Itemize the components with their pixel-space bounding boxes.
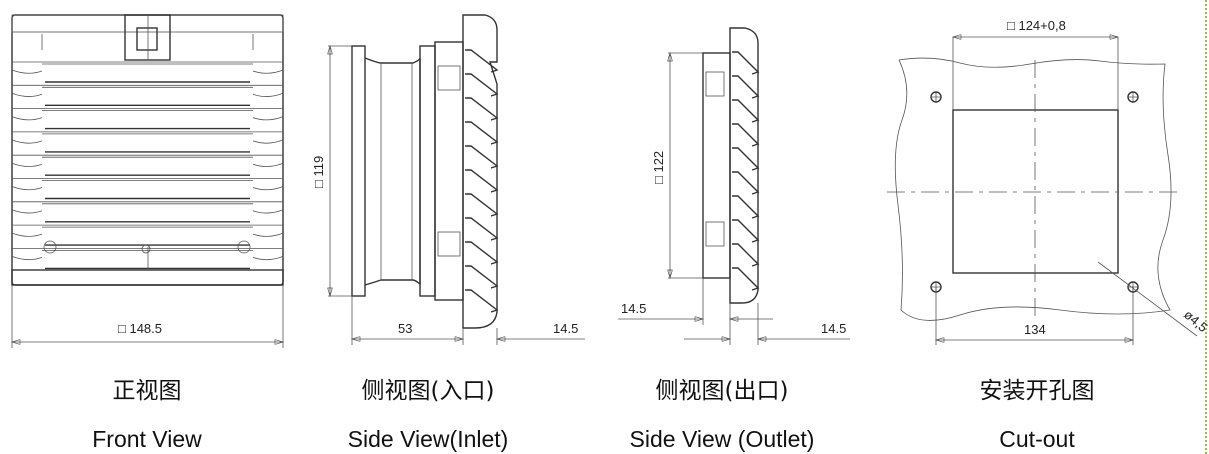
side-view-inlet: □ 119 53 14.5 <box>311 14 585 345</box>
grille-fin <box>732 219 760 243</box>
caption-cn-inlet: 侧视图(入口) <box>362 378 495 404</box>
dim-offset: 14.5 <box>621 301 646 316</box>
caption-cn-cutout: 安装开孔图 <box>980 378 1095 404</box>
caption-cn-outlet: 侧视图(出口) <box>656 378 789 404</box>
cut-out-view: □ 124+0,8 134 ø4,5 <box>887 18 1209 345</box>
caption-en-inlet: Side View(Inlet) <box>348 426 509 452</box>
grille-fin <box>732 147 760 171</box>
louver <box>11 131 284 144</box>
hole-crosshair <box>931 92 941 102</box>
grille-fin <box>732 99 760 123</box>
louver <box>11 154 284 167</box>
dim-grille-depth: 14.5 <box>553 321 578 336</box>
caption-cn-front: 正视图 <box>113 378 182 404</box>
grille-fin <box>465 145 499 169</box>
grille-fin <box>465 265 499 289</box>
hole-crosshair <box>1128 92 1138 102</box>
page-border <box>1205 0 1207 454</box>
dim-height: □ 122 <box>651 151 666 184</box>
caption-en-outlet: Side View (Outlet) <box>630 426 815 452</box>
grille-fin <box>465 217 499 241</box>
grille-fin <box>465 97 499 121</box>
grille-fin <box>732 243 760 267</box>
grille-fin <box>465 169 499 193</box>
louver <box>11 61 284 74</box>
louver <box>11 248 284 261</box>
dim-grille-depth: 14.5 <box>821 321 846 336</box>
grille-fin <box>465 289 499 313</box>
dim-width: □ 148.5 <box>118 321 162 336</box>
grille-fin <box>732 267 760 291</box>
louver <box>11 84 284 97</box>
dim-depth: 53 <box>398 321 412 336</box>
side-view-outlet: □ 122 14.5 14.5 <box>618 27 850 345</box>
grille-fin <box>732 171 760 195</box>
grille-fin <box>732 75 760 99</box>
grille-fin <box>465 193 499 217</box>
grille-fin <box>465 73 499 97</box>
louver <box>11 108 284 121</box>
dim-cutout: □ 124+0,8 <box>1007 18 1066 33</box>
louver <box>11 224 284 237</box>
dim-height: □ 119 <box>311 156 326 188</box>
louver <box>11 201 284 214</box>
grille-fin <box>465 49 499 73</box>
grille-fin <box>732 51 760 75</box>
caption-en-front: Front View <box>92 426 202 452</box>
grille-fin <box>732 195 760 219</box>
dim-hole-spacing: 134 <box>1024 322 1046 337</box>
louver <box>11 178 284 191</box>
grille-fin <box>465 241 499 265</box>
grille-fin <box>465 121 499 145</box>
caption-en-cutout: Cut-out <box>999 426 1075 452</box>
front-view: □ 148.5 <box>11 14 284 348</box>
dim-hole-diameter: ø4,5 <box>1181 307 1209 335</box>
grille-fin <box>732 123 760 147</box>
